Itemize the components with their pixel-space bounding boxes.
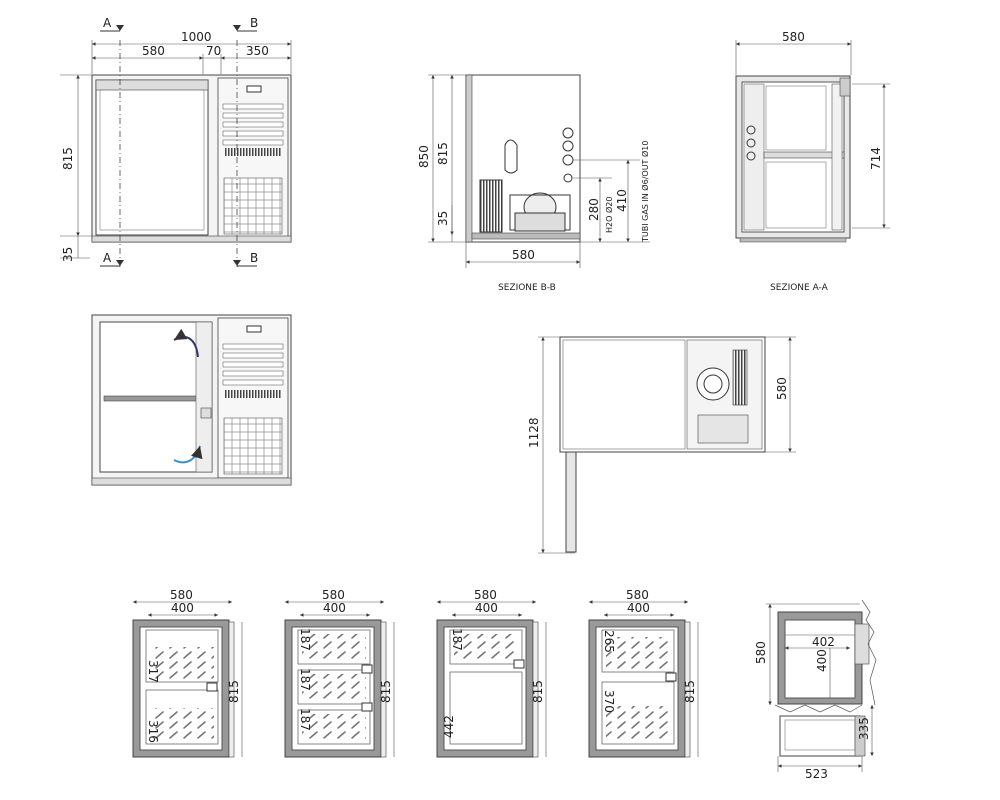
drawer2-label-2: 187 [298,668,312,691]
airflow-in-arrow-icon [173,445,203,464]
detail-w2: 400 [815,649,829,672]
drawer-config-1: 580 400 317 316 815 [132,588,243,758]
drawer3-outer: 580 [474,588,497,602]
drawer3-inner: 400 [475,601,498,615]
front-feet: 35 [61,247,75,262]
section-aa-view: 580 714 SEZIONE A-A [735,30,890,293]
bb-height-total: 850 [417,145,431,168]
drawer2-label-1: 187 [298,628,312,651]
bb-width: 580 [512,248,535,262]
drawer4-label-2: 370 [602,690,616,713]
front-view: A B 1000 580 70 350 815 35 [60,16,292,268]
section-b-bottom-label: B [250,251,258,265]
drawer2-outer: 580 [322,588,345,602]
aa-width: 580 [782,30,805,44]
front-width-total: 1000 [181,30,212,44]
front-height: 815 [61,147,75,170]
drawer-config-2: 580 400 187 187 187 815 [284,588,395,758]
section-a-bottom-label: A [103,251,112,265]
drawer4-side: 815 [683,680,697,703]
airflow-out-arrow-icon [173,328,199,358]
drawer4-outer: 580 [626,588,649,602]
front-width-gap: 70 [206,44,221,58]
bb-h2o-label: H2O Ø20 [604,197,614,233]
detail-h: 335 [857,717,871,740]
drawer1-label-2: 316 [146,720,160,743]
drawer-config-3: 580 400 187 442 815 [436,588,547,758]
section-bb-view: 850 815 35 280 H2O Ø20 410 TUBI GAS IN Ø… [417,74,650,293]
detail-depth: 580 [754,641,768,664]
section-a-top-label: A [103,16,112,30]
bb-h2o-height: 280 [587,198,601,221]
section-b-top-label: B [250,16,258,30]
drawer2-label-3: 187 [298,708,312,731]
plan-view: 1128 580 [527,336,796,554]
drawer4-label-1: 265 [602,630,616,653]
drawer2-side: 815 [379,680,393,703]
detail-w1: 402 [812,635,835,649]
aa-caption: SEZIONE A-A [770,283,829,293]
plan-depth: 580 [775,377,789,400]
drawer1-inner: 400 [171,601,194,615]
bb-caption: SEZIONE B-B [498,283,556,293]
plan-depth-total: 1128 [527,417,541,448]
front-width-side: 350 [246,44,269,58]
drawer-detail-view: 580 402 400 335 523 [754,599,877,781]
bb-feet: 35 [436,211,450,226]
drawer3-label-1: 187 [450,628,464,651]
detail-base: 523 [805,767,828,781]
drawer4-inner: 400 [627,601,650,615]
drawer3-side: 815 [531,680,545,703]
drawer2-inner: 400 [323,601,346,615]
bb-gas-label: TUBI GAS IN Ø6/OUT Ø10 [640,141,650,243]
front-width-door: 580 [142,44,165,58]
drawer3-label-2: 442 [442,715,456,738]
drawer1-side: 815 [227,680,241,703]
aa-height: 714 [869,147,883,170]
drawer-config-4: 580 400 265 370 815 [588,588,699,758]
bb-height-body: 815 [436,142,450,165]
bb-gas-height: 410 [615,189,629,212]
open-front-view [91,314,292,486]
drawer1-label-1: 317 [146,660,160,683]
drawer1-outer: 580 [170,588,193,602]
